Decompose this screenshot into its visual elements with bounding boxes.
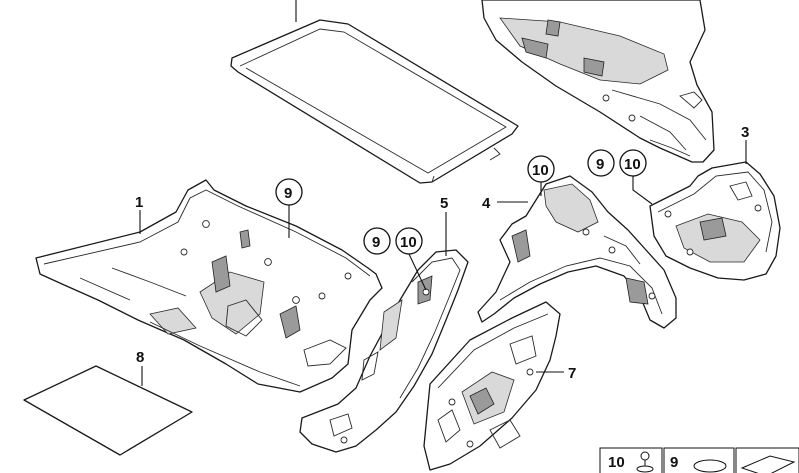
callout-part4-10: 10 — [532, 162, 549, 179]
label-part-5: 5 — [440, 195, 448, 212]
part-5-pillar-trim — [299, 249, 469, 453]
upper-side-panel — [481, 0, 715, 163]
callout-part3-10: 10 — [624, 156, 641, 173]
part-4-wheelarch-trim — [477, 175, 677, 329]
label-part-4: 4 — [482, 195, 491, 212]
part-3-corner-trim — [649, 161, 781, 281]
label-part-3: 3 — [741, 124, 749, 141]
part-7-lower-panel — [423, 301, 561, 471]
legend-label-9: 9 — [670, 454, 678, 471]
callout-part5-10: 10 — [400, 234, 417, 251]
label-part-7: 7 — [568, 365, 576, 382]
clip-icon — [636, 451, 654, 473]
legend-label-10: 10 — [608, 454, 625, 471]
top-mat — [230, 0, 519, 184]
part-8-sheet — [23, 365, 193, 456]
label-part-8: 8 — [136, 349, 144, 366]
arrow-pad-icon — [740, 455, 796, 473]
callout-circle — [363, 227, 391, 255]
callout-circle — [587, 149, 615, 177]
label-part-1: 1 — [135, 194, 143, 211]
round-pad-icon — [693, 459, 727, 473]
callout-part1-9: 9 — [284, 185, 292, 202]
callout-part5-9: 9 — [372, 234, 380, 251]
callout-part3-9: 9 — [596, 156, 604, 173]
part-1-rear-panel — [35, 179, 383, 393]
fastener-legend: 10 9 — [599, 447, 799, 473]
